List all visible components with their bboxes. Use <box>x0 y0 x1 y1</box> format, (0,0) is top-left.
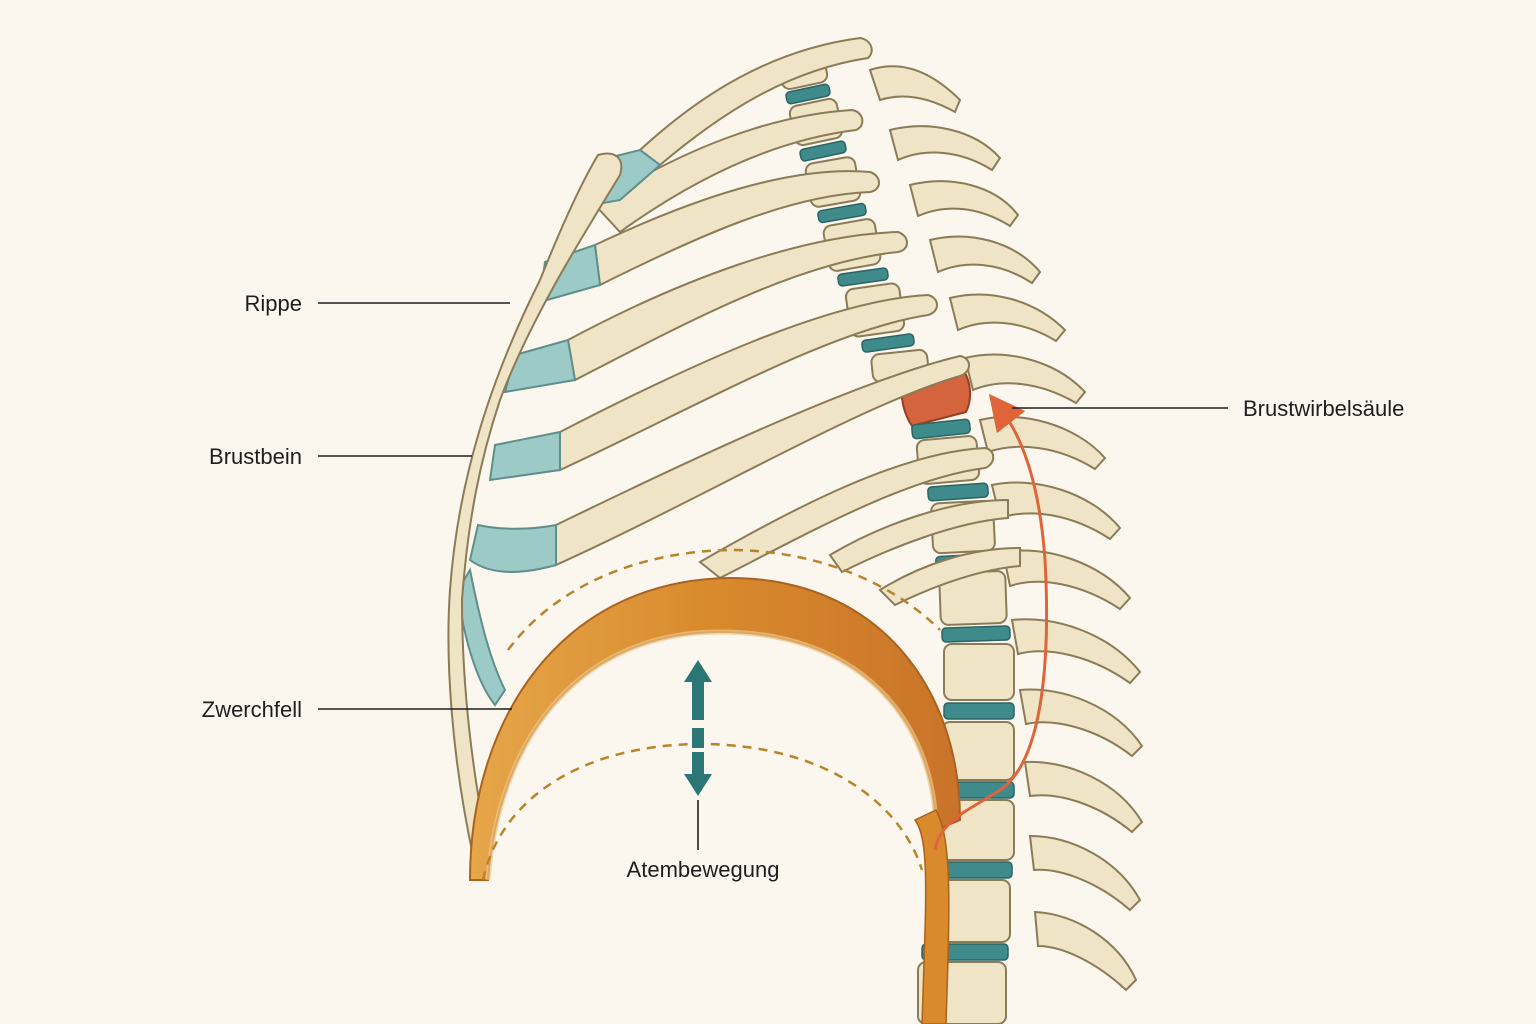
spine-curve-arrow <box>933 393 1049 851</box>
thoracic-spine-label: Brustwirbelsäule <box>1243 396 1404 421</box>
breathing-arrow <box>684 660 712 796</box>
breathing-label: Atembewegung <box>627 857 780 882</box>
diaphragm-label: Zwerchfell <box>202 697 302 722</box>
sternum-label: Brustbein <box>209 444 302 469</box>
diaphragm-upper-outline <box>506 548 941 651</box>
diaphragm <box>468 576 962 1024</box>
rib-label: Rippe <box>245 291 302 316</box>
ribs <box>555 36 1021 607</box>
